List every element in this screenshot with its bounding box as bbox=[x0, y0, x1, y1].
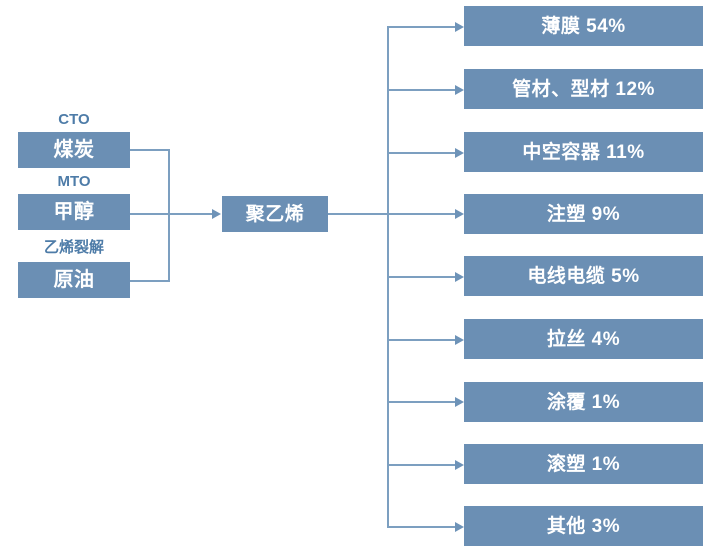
node-product-hollow-container[interactable]: 中空容器 11% bbox=[464, 132, 703, 172]
branch-line-6 bbox=[387, 339, 457, 341]
arrowhead-product-9 bbox=[455, 522, 464, 532]
node-product-film[interactable]: 薄膜 54% bbox=[464, 6, 703, 46]
arrowhead-product-7 bbox=[455, 397, 464, 407]
arrowhead-product-6 bbox=[455, 335, 464, 345]
branch-line-8 bbox=[387, 464, 457, 466]
node-feedstock-coal[interactable]: 煤炭 bbox=[18, 132, 130, 168]
arrowhead-product-1 bbox=[455, 22, 464, 32]
arrowhead-product-8 bbox=[455, 460, 464, 470]
node-product-other[interactable]: 其他 3% bbox=[464, 506, 703, 546]
node-product-rotomolding[interactable]: 滚塑 1% bbox=[464, 444, 703, 484]
connector-collector-to-hub bbox=[168, 213, 214, 215]
process-label-ethylene-cracking: 乙烯裂解 bbox=[43, 239, 104, 256]
process-label-cto: CTO bbox=[58, 111, 90, 128]
node-product-pipe-profile[interactable]: 管材、型材 12% bbox=[464, 69, 703, 109]
connector-coal-to-collector bbox=[130, 149, 170, 151]
arrowhead-into-hub bbox=[212, 209, 221, 219]
branch-line-4 bbox=[387, 213, 457, 215]
branch-line-9 bbox=[387, 526, 457, 528]
branch-line-2 bbox=[387, 89, 457, 91]
connector-hub-to-trunk bbox=[328, 213, 389, 215]
process-label-mto: MTO bbox=[57, 173, 91, 190]
node-product-injection-molding[interactable]: 注塑 9% bbox=[464, 194, 703, 234]
branch-line-1 bbox=[387, 26, 457, 28]
connector-crude-oil-to-collector bbox=[130, 280, 170, 282]
connector-left-collector-bar bbox=[168, 149, 170, 282]
branch-line-3 bbox=[387, 152, 457, 154]
node-product-wire-cable[interactable]: 电线电缆 5% bbox=[464, 256, 703, 296]
branch-line-5 bbox=[387, 276, 457, 278]
connector-methanol-to-collector bbox=[130, 213, 170, 215]
arrowhead-product-3 bbox=[455, 148, 464, 158]
arrowhead-product-2 bbox=[455, 85, 464, 95]
branch-line-7 bbox=[387, 401, 457, 403]
arrowhead-product-5 bbox=[455, 272, 464, 282]
node-product-drawing[interactable]: 拉丝 4% bbox=[464, 319, 703, 359]
node-hub-polyethylene[interactable]: 聚乙烯 bbox=[222, 196, 328, 232]
arrowhead-product-4 bbox=[455, 209, 464, 219]
node-feedstock-methanol[interactable]: 甲醇 bbox=[18, 194, 130, 230]
node-product-coating[interactable]: 涂覆 1% bbox=[464, 382, 703, 422]
node-feedstock-crude-oil[interactable]: 原油 bbox=[18, 262, 130, 298]
